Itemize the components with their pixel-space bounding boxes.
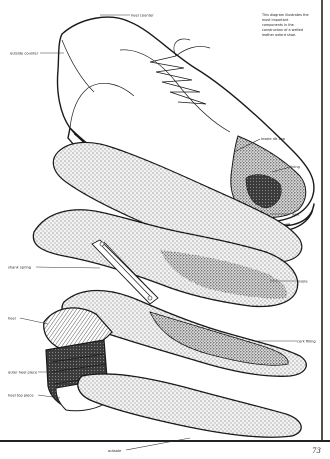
label-text-welt: welt bbox=[292, 213, 300, 217]
description-note: This diagram illustrates the most import… bbox=[261, 13, 309, 37]
label-text-insole: insole bbox=[297, 280, 308, 284]
label-text-toe-cap: insole rib cap bbox=[261, 137, 286, 141]
label-text-upper-left: outside counter bbox=[10, 52, 39, 56]
label-shank-spring: shank spring bbox=[8, 266, 100, 270]
note-line-4: construction of a welted bbox=[262, 28, 303, 32]
label-text-upper-top: heel counter bbox=[131, 14, 154, 18]
note-line-3: components in the bbox=[262, 23, 294, 27]
label-upper-left: outside counter bbox=[10, 52, 64, 56]
label-text-lining: lining bbox=[290, 165, 300, 169]
label-text-outer-heel-piece: outer heel piece bbox=[8, 371, 38, 375]
note-line-1: This diagram illustrates the bbox=[261, 13, 309, 17]
label-text-shank-spring: shank spring bbox=[8, 266, 31, 270]
label-heel: heel bbox=[8, 317, 48, 325]
label-text-outsole: outsole bbox=[108, 449, 122, 453]
page-number: 73 bbox=[312, 447, 321, 455]
note-line-5: leather oxford shoe. bbox=[262, 33, 296, 37]
note-line-2: most important bbox=[262, 18, 289, 22]
label-cork-filling: cork filling bbox=[256, 340, 316, 344]
label-text-cork-filling: cork filling bbox=[297, 340, 316, 344]
label-text-heel-top-piece: heel top piece bbox=[8, 394, 34, 398]
label-text-heel: heel bbox=[8, 317, 16, 321]
